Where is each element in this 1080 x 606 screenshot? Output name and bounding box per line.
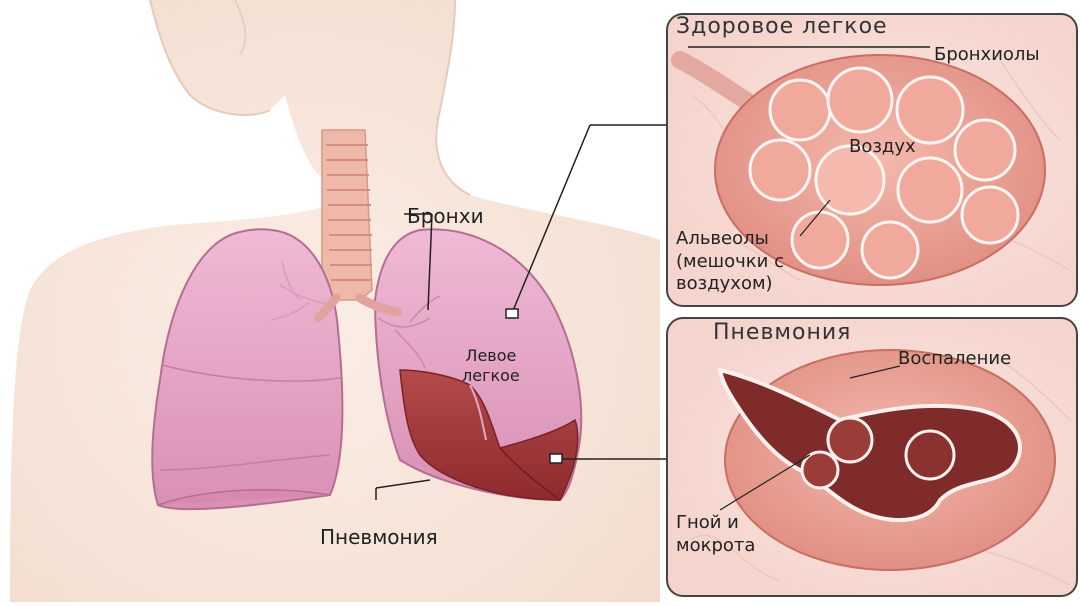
air-label: Воздух bbox=[849, 136, 916, 159]
pneumonia-panel-title: Пневмония bbox=[713, 320, 851, 345]
pneumonia-sample-marker bbox=[550, 454, 562, 463]
bronchioles-label: Бронхиолы bbox=[934, 44, 1040, 67]
left-lung-label: Левое легкое bbox=[462, 346, 520, 386]
healthy-sample-marker bbox=[506, 309, 518, 318]
pneumonia-caption: Пневмония bbox=[320, 525, 438, 550]
inflammation-label: Воспаление bbox=[898, 348, 1011, 371]
pus-mucus-label: Гной и мокрота bbox=[676, 512, 755, 557]
bronchi-label: Бронхи bbox=[407, 204, 484, 229]
healthy-lung-title: Здоровое легкое bbox=[676, 14, 888, 39]
alveoli-label: Альвеолы (мешочки с воздухом) bbox=[676, 228, 784, 296]
trachea bbox=[322, 130, 372, 300]
